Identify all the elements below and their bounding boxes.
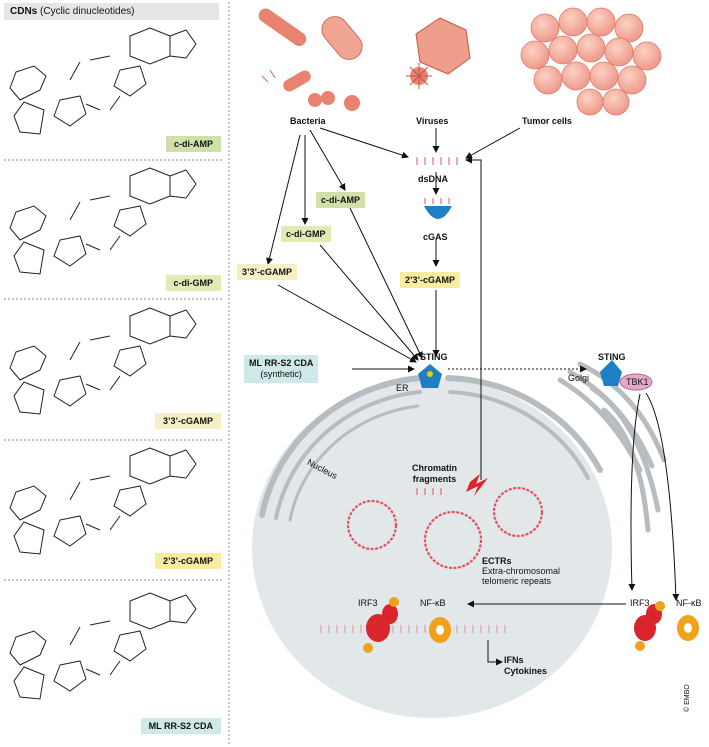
structure-2-3-cgamp [9,447,197,555]
er-membrane [259,375,603,522]
label-c-di-gmp: c-di-GMP [165,275,221,291]
structure-c-di-gmp [9,167,197,275]
irf3-cytosol-icon [634,601,665,651]
tbk1-icon [619,373,653,391]
structure-ml-rr-s2-cda [9,592,197,700]
dna-break-icon [466,474,488,496]
label-ml-rr-s2-cda: ML RR-S2 CDA [140,718,221,734]
label-c-di-amp: c-di-AMP [166,136,221,152]
cdn-structures [9,27,197,700]
bacteria-illustration [258,8,363,111]
bacteria-label: Bacteria [290,116,326,126]
irf3-cytosol-label: IRF3 [630,598,650,608]
ectrs-desc: Extra-chromosomal telomeric repeats [482,566,561,586]
copyright-label: © EMBO [684,684,691,712]
irf3-nuclear-icon [363,597,399,653]
cdn-header-bold: CDNs [10,6,38,17]
cgas-label: cGAS [423,232,448,242]
golgi-label: Golgi [568,373,590,383]
pathway-arrows [266,127,680,666]
label-3-3-cgamp: 3’3’-cGAMP [154,413,221,429]
sting-er-icon [418,364,442,388]
dna-helix-icons [320,157,510,633]
nfkb-nuclear-icon [429,617,451,643]
ml-line2: (synthetic) [260,369,302,379]
tbk1-label: TBK1 [626,377,649,387]
tumor-cells-label: Tumor cells [522,116,572,126]
dsdna-label: dsDNA [418,174,449,184]
tumor-cells-illustration [520,7,662,116]
structure-3-3-cgamp [9,307,197,415]
label-2-3-cgamp: 2’3’-cGAMP [154,553,221,569]
cdigmp-box: c-di-GMP [281,226,331,242]
viruses-label: Viruses [416,116,449,126]
virus-illustration [406,17,471,89]
nfkb-cytosol-icon [677,615,699,641]
sting-er-label: STING [420,352,448,362]
nfkb-nuclear-label: NF-κB [420,598,446,608]
sting-golgi-label: STING [598,352,626,362]
ectr-circles [346,486,544,570]
ectrs-label: ECTRs [482,556,512,566]
ml-line1: ML RR-S2 CDA [249,358,314,368]
cdn-panel-header: CDNs (Cyclic dinucleotides) [4,3,219,20]
irf3-nuclear-label: IRF3 [358,598,378,608]
er-label: ER [396,383,409,393]
chromatin-label: Chromatin fragments [412,463,457,484]
structure-c-di-amp [9,27,197,135]
sting-golgi-icon [600,360,622,386]
ml-rr-s2-cda-box: ML RR-S2 CDA (synthetic) [244,355,319,383]
cdiamp-box: c-di-AMP [316,192,365,208]
nfkb-cytosol-label: NF-κB [676,598,702,608]
cgamp-2-3-box: 2’3’-cGAMP [400,272,461,288]
cgas-icon [424,206,452,219]
cgamp-3-3-box: 3’3’-cGAMP [237,264,298,280]
cdn-header-rest: (Cyclic dinucleotides) [37,6,135,17]
ifn-cytokines-label: IFNs Cytokines [504,655,548,676]
cdn-separators [4,159,222,581]
